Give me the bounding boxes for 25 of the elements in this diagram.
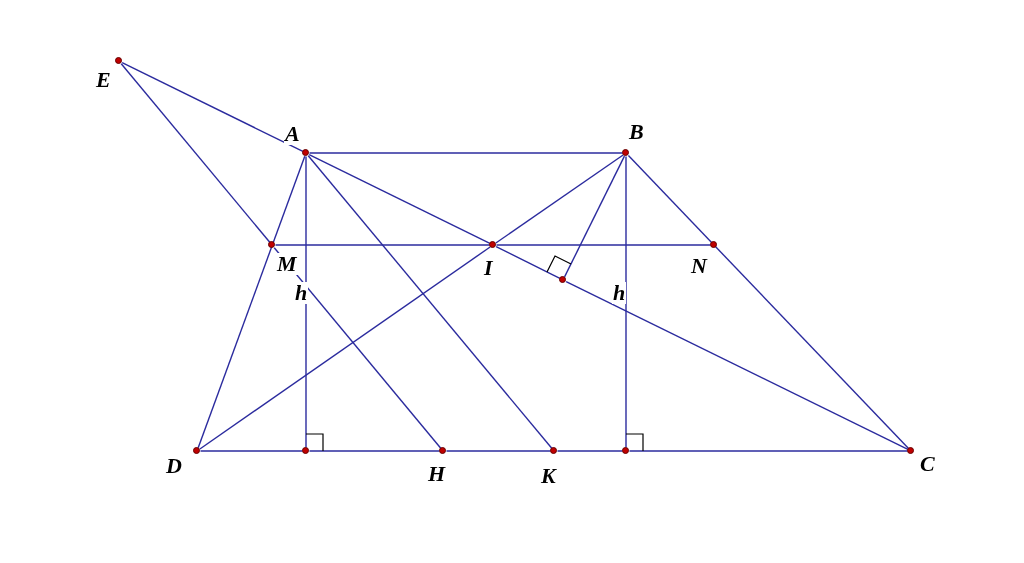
line-segment [307,155,553,449]
line-segment [199,246,491,450]
line-segment [556,450,624,452]
line-segment [495,245,561,280]
line-segment [308,152,624,154]
line-segment [308,153,491,245]
line-segment [199,450,304,452]
line-segment [308,450,441,452]
line-segment [120,63,271,243]
edge-label: h [294,282,309,304]
edge-label: h [612,282,627,304]
line-segment [305,155,307,449]
line-segment [197,155,306,449]
line-segment [495,244,712,246]
line-segment [274,244,491,246]
line-segment [565,280,909,451]
line-segment [563,155,626,278]
line-segment [628,450,909,452]
line-segment [627,154,910,450]
point-label: M [276,253,298,275]
line-segment [495,154,624,244]
line-segment [273,247,442,449]
line-segment [121,61,304,153]
line-segment [445,450,552,452]
line-segment [625,155,627,449]
